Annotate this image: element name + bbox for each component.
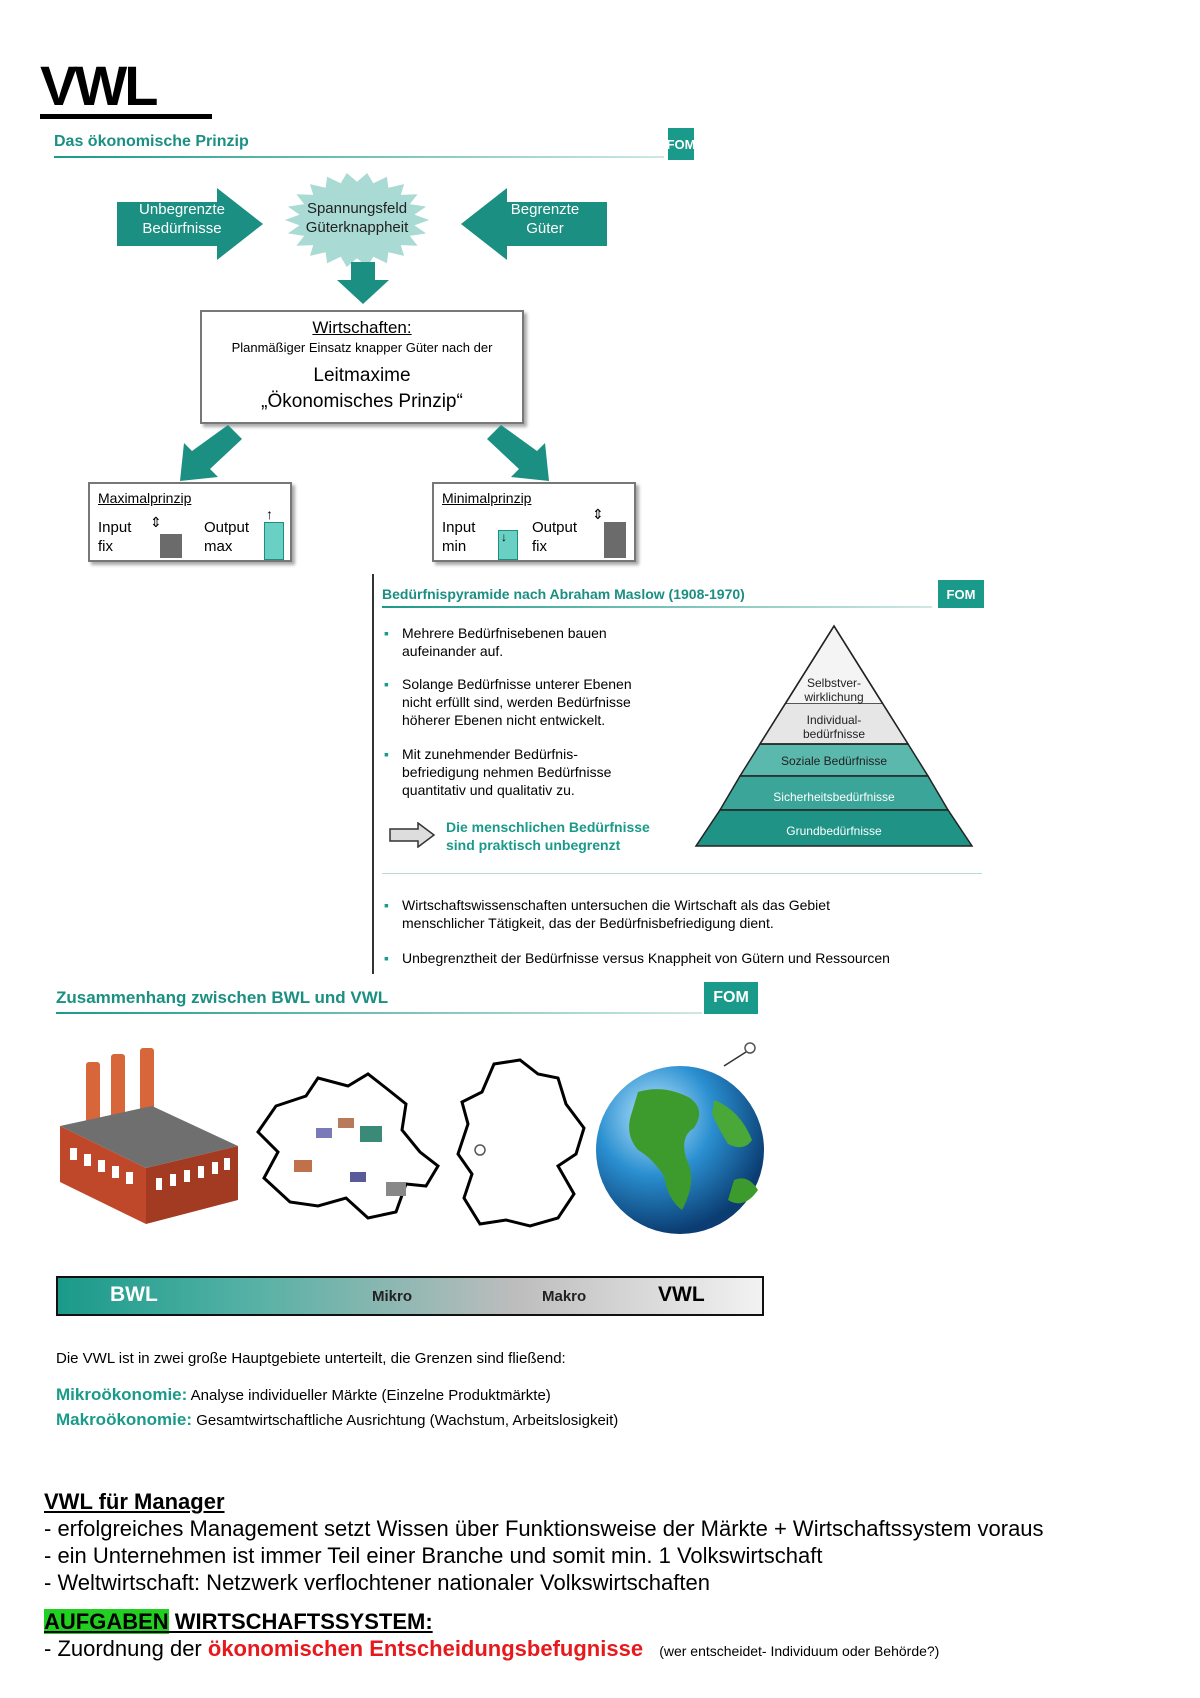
right-arrow-shape bbox=[461, 188, 607, 260]
maslow-pyramid: Selbstver-wirklichung Individual-bedürfn… bbox=[684, 624, 984, 850]
min-output-bar bbox=[604, 522, 626, 558]
bar-label-bwl: BWL bbox=[110, 1283, 158, 1306]
bar-label-makro: Makro bbox=[542, 1288, 587, 1305]
pyramid-level-sozial: Soziale Bedürfnisse bbox=[780, 754, 888, 768]
slide3-rule bbox=[56, 1012, 702, 1014]
slide3-makro: Makroökonomie: Gesamtwirtschaftliche Aus… bbox=[56, 1410, 618, 1430]
minimalprinzip-title: Minimalprinzip bbox=[442, 490, 532, 506]
slide2-bullet-3: Mit zunehmender Bedürfnis-befriedigung n… bbox=[384, 745, 611, 799]
slide2-bullet-1: Mehrere Bedürfnisebenen bauenaufeinander… bbox=[384, 624, 607, 660]
slide2-title: Bedürfnispyramide nach Abraham Maslow (1… bbox=[382, 586, 745, 602]
bar-label-vwl: VWL bbox=[658, 1283, 705, 1306]
fom-logo: FOM bbox=[938, 580, 984, 608]
slide1-rule bbox=[54, 156, 664, 158]
slide1-title: Das ökonomische Prinzip bbox=[54, 133, 249, 150]
fom-logo: FOM bbox=[704, 982, 758, 1014]
notes-line-2: - ein Unternehmen ist immer Teil einer B… bbox=[44, 1543, 823, 1568]
wirtschaften-line: Planmäßiger Einsatz knapper Güter nach d… bbox=[231, 340, 493, 355]
aufgaben-highlight: AUFGABEN bbox=[44, 1609, 169, 1634]
last-red: ökonomischen Entscheidungsbefugnisse bbox=[207, 1636, 644, 1661]
max-input-fix-icon: ⇕ bbox=[150, 514, 162, 530]
last-small: (wer entscheidet- Individuum oder Behörd… bbox=[659, 1643, 940, 1659]
min-input-down-icon: ↓ bbox=[501, 530, 507, 544]
conclusion-arrow-icon bbox=[389, 822, 436, 848]
makro-term: Makroökonomie: bbox=[56, 1410, 193, 1429]
max-output-up-icon: ↑ bbox=[266, 506, 273, 522]
slide2-separator bbox=[382, 873, 982, 874]
pyramid-level-sicherheit: Sicherheitsbedürfnisse bbox=[773, 790, 895, 804]
wirtschaften-box: Wirtschaften: Planmäßiger Einsatz knappe… bbox=[200, 310, 524, 424]
wirtschaften-maxime1: Leitmaxime bbox=[313, 365, 411, 386]
slide3-intro: Die VWL ist in zwei große Hauptgebiete u… bbox=[56, 1350, 566, 1367]
aufgaben-rest: WIRTSCHAFTSSYSTEM: bbox=[168, 1609, 433, 1634]
doc-title: VWL bbox=[40, 58, 212, 119]
bar-label-mikro: Mikro bbox=[372, 1288, 413, 1305]
notes-line-3: - Weltwirtschaft: Netzwerk verflochtener… bbox=[44, 1570, 710, 1595]
down-arrow-icon bbox=[337, 262, 389, 304]
pyramid-level-selbstverwirklichung: Selbstver-wirklichung bbox=[804, 676, 864, 704]
globe-icon bbox=[596, 1042, 764, 1234]
mini-factories bbox=[294, 1118, 406, 1196]
max-output-bar bbox=[264, 522, 284, 560]
slide2-rule bbox=[382, 606, 932, 608]
diagonal-arrow-left-icon bbox=[180, 425, 242, 481]
slide2-left-border bbox=[372, 574, 374, 974]
berlin-map-icon bbox=[256, 1072, 440, 1220]
last-prefix: - Zuordnung der bbox=[44, 1636, 208, 1661]
bwl-vwl-gradient-bar: BWL Mikro Makro VWL bbox=[56, 1276, 764, 1316]
fom-logo: FOM bbox=[667, 128, 695, 160]
factory-icon bbox=[60, 1048, 238, 1224]
min-output-fix-icon: ⇕ bbox=[592, 506, 604, 522]
notes-last-line: - Zuordnung der ökonomischen Entscheidun… bbox=[44, 1635, 1184, 1665]
slide2-bottom-bullet-2: Unbegrenztheit der Bedürfnisse versus Kn… bbox=[384, 949, 890, 967]
germany-map-icon bbox=[456, 1058, 586, 1228]
starburst-shape bbox=[285, 173, 429, 267]
slide2-bottom-bullet-1: Wirtschaftswissenschaften untersuchen di… bbox=[384, 896, 830, 932]
left-arrow-shape bbox=[117, 188, 263, 260]
aufgaben-heading: AUFGABEN WIRTSCHAFTSSYSTEM: bbox=[44, 1608, 1184, 1635]
maximalprinzip-title: Maximalprinzip bbox=[98, 490, 192, 506]
max-input-bar bbox=[160, 534, 182, 558]
notes-heading: VWL für Manager bbox=[44, 1489, 225, 1514]
mikro-term: Mikroökonomie: bbox=[56, 1385, 188, 1404]
makro-desc: Gesamtwirtschaftliche Ausrichtung (Wachs… bbox=[192, 1412, 619, 1429]
wirtschaften-heading: Wirtschaften: bbox=[312, 318, 412, 337]
mikro-desc: Analyse individueller Märkte (Einzelne P… bbox=[187, 1387, 551, 1404]
notes-line-1: - erfolgreiches Management setzt Wissen … bbox=[44, 1516, 1044, 1541]
notes-section: VWL für Manager - erfolgreiches Manageme… bbox=[44, 1488, 1184, 1665]
wirtschaften-maxime2: „Ökonomisches Prinzip“ bbox=[261, 391, 463, 412]
pyramid-level-grund: Grundbedürfnisse bbox=[786, 824, 882, 838]
diagonal-arrow-right-icon bbox=[487, 425, 549, 481]
min-input-bar bbox=[498, 530, 518, 560]
slide3-mikro: Mikroökonomie: Analyse individueller Mär… bbox=[56, 1385, 551, 1405]
slide3-title: Zusammenhang zwischen BWL und VWL bbox=[56, 988, 389, 1007]
slide2-bullet-2: Solange Bedürfnisse unterer Ebenennicht … bbox=[384, 675, 632, 729]
pyramid-level-individual: Individual-bedürfnisse bbox=[802, 713, 866, 741]
